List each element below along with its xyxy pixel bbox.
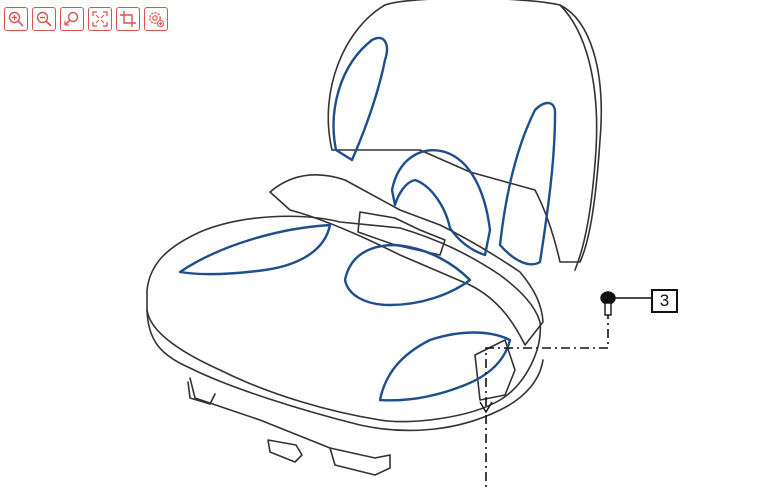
seat-center-piping [343, 243, 472, 307]
bracket-front [267, 439, 303, 463]
base-plate [329, 447, 391, 476]
crop-button[interactable] [116, 7, 140, 31]
seat-left-piping [178, 223, 332, 276]
backrest-shell [327, 0, 603, 263]
viewer-toolbar [4, 7, 168, 31]
leader-line-horizontal [485, 310, 609, 406]
seat-side [146, 309, 544, 432]
seat-cushion [146, 215, 542, 423]
fit-screen-icon [92, 11, 108, 27]
zoom-reset-button[interactable] [60, 7, 84, 31]
backrest-center-piping [390, 149, 492, 257]
bracket-left [187, 381, 216, 405]
settings-button[interactable] [144, 7, 168, 31]
leader-arrow [479, 401, 493, 414]
backrest-left-piping [332, 36, 389, 162]
base-frame [189, 377, 391, 459]
zoom-out-icon [36, 11, 52, 27]
fit-screen-button[interactable] [88, 7, 112, 31]
settings-icon [149, 12, 165, 28]
bolt-part [600, 291, 651, 316]
backrest-right-piping [498, 101, 557, 266]
mount-bracket [474, 339, 516, 401]
zoom-in-button[interactable] [4, 7, 28, 31]
seat-front-piping [378, 331, 512, 402]
seat-belt [269, 174, 544, 346]
zoom-in-icon [8, 11, 24, 27]
zoom-reset-icon [64, 11, 79, 26]
crop-icon [120, 11, 136, 27]
belt-buckle [357, 211, 446, 256]
backrest-right-edge [559, 4, 598, 271]
zoom-out-button[interactable] [32, 7, 56, 31]
part-callout-3[interactable]: 3 [651, 289, 678, 313]
